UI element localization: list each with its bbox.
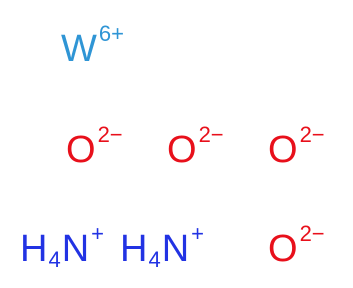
oxide-charge: 2− bbox=[97, 122, 123, 147]
ammonium-charge: + bbox=[91, 221, 105, 246]
tungsten-ion: W6+ bbox=[61, 23, 124, 70]
oxide-ion-1: O2− bbox=[66, 124, 123, 171]
oxide-charge: 2− bbox=[198, 122, 224, 147]
tungsten-symbol: W bbox=[61, 28, 97, 70]
oxide-ion-3: O2− bbox=[268, 124, 325, 171]
tungsten-charge: 6+ bbox=[98, 21, 124, 46]
oxide-ion-4: O2− bbox=[268, 223, 325, 270]
hydrogen-count: 4 bbox=[148, 247, 161, 272]
nitrogen-symbol: N bbox=[161, 228, 190, 270]
oxide-charge: 2− bbox=[299, 122, 325, 147]
oxide-symbol: O bbox=[167, 129, 197, 171]
ammonium-ion-2: H4N+ bbox=[120, 223, 204, 271]
nitrogen-symbol: N bbox=[61, 228, 90, 270]
oxide-symbol: O bbox=[268, 228, 298, 270]
oxide-symbol: O bbox=[66, 129, 96, 171]
oxide-ion-2: O2− bbox=[167, 124, 224, 171]
hydrogen-count: 4 bbox=[48, 247, 61, 272]
ammonium-charge: + bbox=[191, 221, 205, 246]
oxide-charge: 2− bbox=[299, 221, 325, 246]
ammonium-ion-1: H4N+ bbox=[20, 223, 104, 271]
oxide-symbol: O bbox=[268, 129, 298, 171]
hydrogen-symbol: H bbox=[20, 228, 48, 270]
hydrogen-symbol: H bbox=[120, 228, 148, 270]
